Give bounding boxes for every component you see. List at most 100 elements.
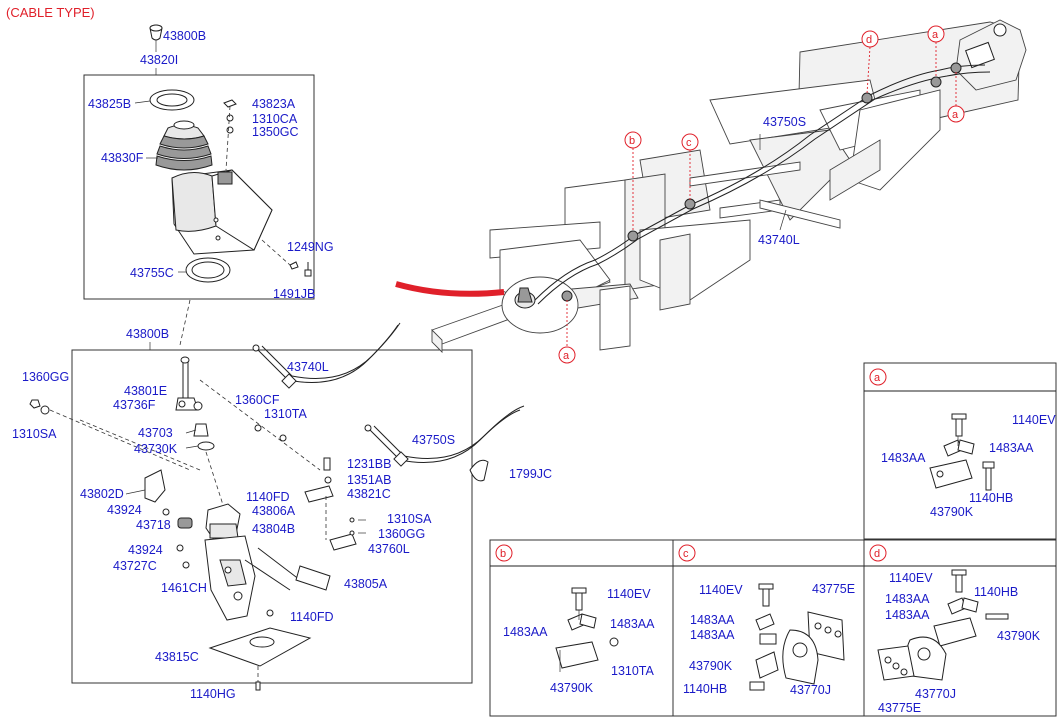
right-fasteners bbox=[254, 424, 366, 551]
label-1231BB: 1231BB bbox=[347, 457, 391, 471]
detail-d-1483AA-1: 1483AA bbox=[885, 592, 930, 606]
callout-a-1: a bbox=[563, 350, 570, 362]
label-43805A: 43805A bbox=[344, 577, 388, 591]
label-43800B-top: 43800B bbox=[163, 29, 206, 43]
left-nuts bbox=[29, 399, 191, 471]
label-43823A: 43823A bbox=[252, 97, 296, 111]
detail-a-box bbox=[863, 362, 1057, 540]
clamp-a-upper bbox=[930, 76, 942, 88]
small-fasteners bbox=[223, 99, 237, 171]
boot-assembly-box bbox=[83, 74, 315, 300]
detail-c-43775E: 43775E bbox=[812, 582, 855, 596]
gasket-43755C bbox=[185, 257, 231, 283]
clamp-a-lower bbox=[561, 290, 573, 302]
detail-a-letter: a bbox=[874, 372, 881, 384]
clamp-d bbox=[861, 92, 873, 104]
label-43750S-b: 43750S bbox=[763, 115, 806, 129]
label-43800B-mid: 43800B bbox=[126, 327, 169, 341]
detail-a-43790K: 43790K bbox=[930, 505, 974, 519]
label-1461CH: 1461CH bbox=[161, 581, 207, 595]
vehicle-frame bbox=[431, 19, 1027, 354]
detail-c-1140HB: 1140HB bbox=[683, 682, 727, 696]
frame-cable-1 bbox=[534, 64, 986, 301]
cable-43740L bbox=[252, 322, 401, 389]
detail-c-1483AA-1: 1483AA bbox=[690, 613, 735, 627]
label-43804B: 43804B bbox=[252, 522, 295, 536]
callout-b: b bbox=[629, 135, 635, 147]
label-43821C: 43821C bbox=[347, 487, 391, 501]
label-1249NG: 1249NG bbox=[287, 240, 334, 254]
label-43740L-a: 43740L bbox=[287, 360, 329, 374]
bracket-43760L bbox=[329, 533, 357, 551]
shift-mechanism bbox=[176, 503, 331, 621]
detail-d-1140HB: 1140HB bbox=[974, 585, 1018, 599]
console-housing bbox=[171, 169, 273, 255]
label-43801E: 43801E bbox=[124, 384, 167, 398]
label-1351AB: 1351AB bbox=[347, 473, 391, 487]
label-1140FD-b: 1140FD bbox=[290, 610, 334, 624]
label-43815C: 43815C bbox=[155, 650, 199, 664]
shifter-housing-frame bbox=[501, 276, 579, 334]
detail-c-1140EV: 1140EV bbox=[699, 583, 743, 597]
detail-d-43770J: 43770J bbox=[915, 687, 956, 701]
callout-c: c bbox=[686, 137, 692, 149]
label-1310TA-a: 1310TA bbox=[264, 407, 308, 421]
bushings bbox=[178, 400, 215, 451]
detail-b-1310TA: 1310TA bbox=[611, 664, 655, 678]
label-43825B: 43825B bbox=[88, 97, 131, 111]
detail-d-letter: d bbox=[874, 548, 880, 560]
bracket-43805A bbox=[295, 565, 331, 591]
leader-dash-1 bbox=[179, 299, 191, 346]
detail-d-1140EV: 1140EV bbox=[889, 571, 933, 585]
detail-b: b 1140EV 1483AA 1483AA 1310TA 43790K bbox=[489, 539, 674, 717]
detail-c: c 1140EV 43775E 1483AA 1483AA 43790K 114… bbox=[672, 539, 865, 717]
detail-b-parts bbox=[555, 587, 619, 672]
label-43760L: 43760L bbox=[368, 542, 410, 556]
ring-43825B bbox=[149, 89, 195, 111]
label-1799JC: 1799JC bbox=[509, 467, 552, 481]
label-43755C: 43755C bbox=[130, 266, 174, 280]
clamp-c bbox=[684, 198, 696, 210]
label-43830F: 43830F bbox=[101, 151, 144, 165]
shifter-assembly-box bbox=[71, 349, 473, 684]
clamp-a-right bbox=[950, 62, 962, 74]
label-43718: 43718 bbox=[136, 518, 171, 532]
detail-a-parts bbox=[929, 413, 995, 491]
label-1310SA-b: 1310SA bbox=[387, 512, 432, 526]
detail-d-43790K: 43790K bbox=[997, 629, 1041, 643]
clip-1799JC bbox=[469, 459, 489, 482]
label-1140HG: 1140HG bbox=[190, 687, 236, 701]
label-1310SA-a: 1310SA bbox=[12, 427, 57, 441]
clamp-b bbox=[627, 230, 639, 242]
detail-c-letter: c bbox=[683, 548, 689, 560]
callout-a-2: a bbox=[932, 29, 939, 41]
detail-d: d 1140EV 1140HB 1483AA 1483AA 43790K 437… bbox=[863, 539, 1057, 717]
detail-b-1483AA-left: 1483AA bbox=[503, 625, 548, 639]
detail-b-letter: b bbox=[500, 548, 506, 560]
bracket-43802D bbox=[144, 469, 166, 503]
detail-c-43770J: 43770J bbox=[790, 683, 831, 697]
callout-d: d bbox=[866, 34, 872, 46]
label-43820I: 43820I bbox=[140, 53, 178, 67]
detail-d-1483AA-2: 1483AA bbox=[885, 608, 930, 622]
detail-d-43775E: 43775E bbox=[878, 701, 921, 715]
label-43740L-b: 43740L bbox=[758, 233, 800, 247]
label-43730K: 43730K bbox=[134, 442, 178, 456]
frame-callouts: a b c d a a bbox=[558, 25, 965, 364]
label-43736F: 43736F bbox=[113, 398, 156, 412]
shift-boot bbox=[155, 120, 213, 171]
detail-a-1140EV: 1140EV bbox=[1012, 413, 1056, 427]
shifter-assembly bbox=[29, 322, 525, 691]
label-43802D: 43802D bbox=[80, 487, 124, 501]
label-1310CA: 1310CA bbox=[252, 112, 298, 126]
cable-43750S bbox=[364, 405, 525, 467]
detail-c-43790K: 43790K bbox=[689, 659, 733, 673]
detail-a-1483AA-left: 1483AA bbox=[881, 451, 926, 465]
label-43703: 43703 bbox=[138, 426, 173, 440]
label-1491JB: 1491JB bbox=[273, 287, 315, 301]
detail-c-parts bbox=[749, 583, 845, 691]
callout-a-3: a bbox=[952, 109, 959, 121]
detail-d-box bbox=[863, 539, 1057, 717]
detail-b-1483AA-right: 1483AA bbox=[610, 617, 655, 631]
